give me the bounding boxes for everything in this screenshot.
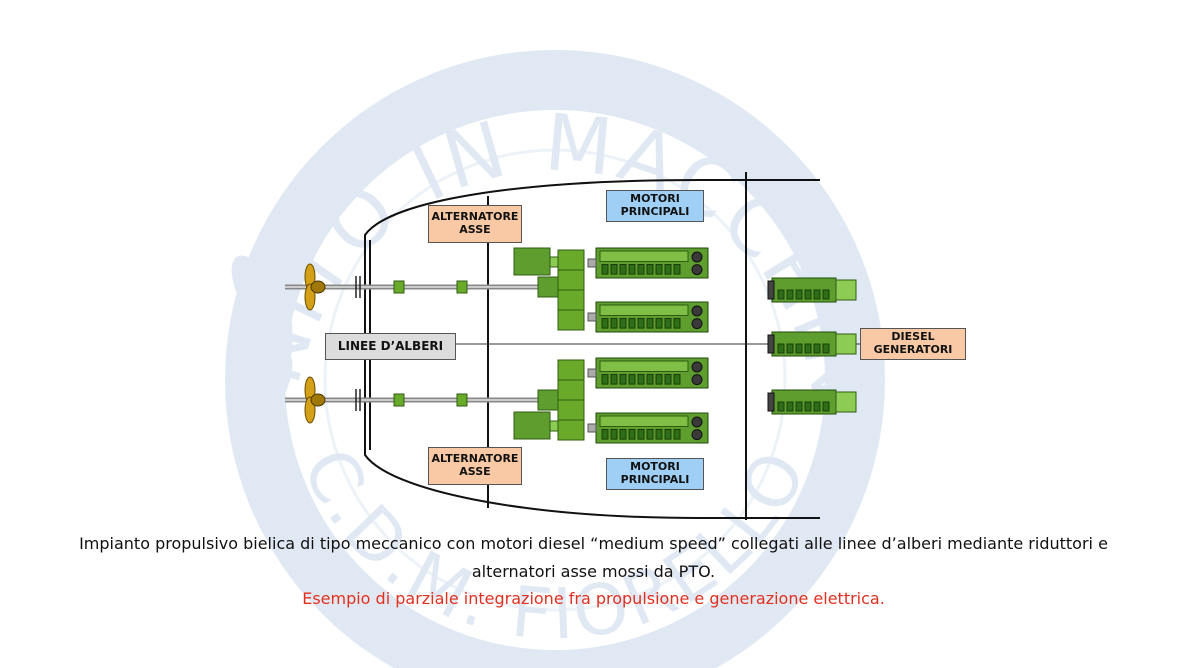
shaft-alternator-top (513, 247, 559, 276)
main-engine-3 (587, 357, 709, 389)
reduction-gear-bottom (537, 359, 585, 441)
caption-line-3: Esempio di parziale integrazione fra pro… (302, 589, 885, 608)
shaft-alternator-bottom (513, 411, 559, 440)
diesel-generator-1 (767, 277, 857, 303)
motori-principali-top-label: MOTORI PRINCIPALI (606, 190, 704, 222)
reduction-gear-top (537, 249, 585, 331)
main-engine-2 (587, 301, 709, 333)
caption-line-2: alternatori asse mossi da PTO. (471, 562, 716, 581)
linee-alberi-label: LINEE D’ALBERI (325, 333, 456, 360)
top-shaft-line (285, 276, 560, 298)
diesel-generator-2 (767, 331, 857, 357)
propeller-icon (304, 263, 326, 311)
propeller-icon (304, 376, 326, 424)
diesel-generatori-label: DIESEL GENERATORI (860, 328, 966, 360)
main-engine-4 (587, 412, 709, 444)
bottom-shaft-line (285, 389, 560, 411)
diesel-generator-3 (767, 389, 857, 415)
watermark-propeller-icon (231, 255, 293, 440)
caption-line-1: Impianto propulsivo bielica di tipo mecc… (79, 534, 1108, 553)
motori-principali-bottom-label: MOTORI PRINCIPALI (606, 458, 704, 490)
main-engine-1 (587, 247, 709, 279)
alternatore-asse-bottom-label: ALTERNATORE ASSE (428, 447, 522, 485)
alternatore-asse-top-label: ALTERNATORE ASSE (428, 205, 522, 243)
